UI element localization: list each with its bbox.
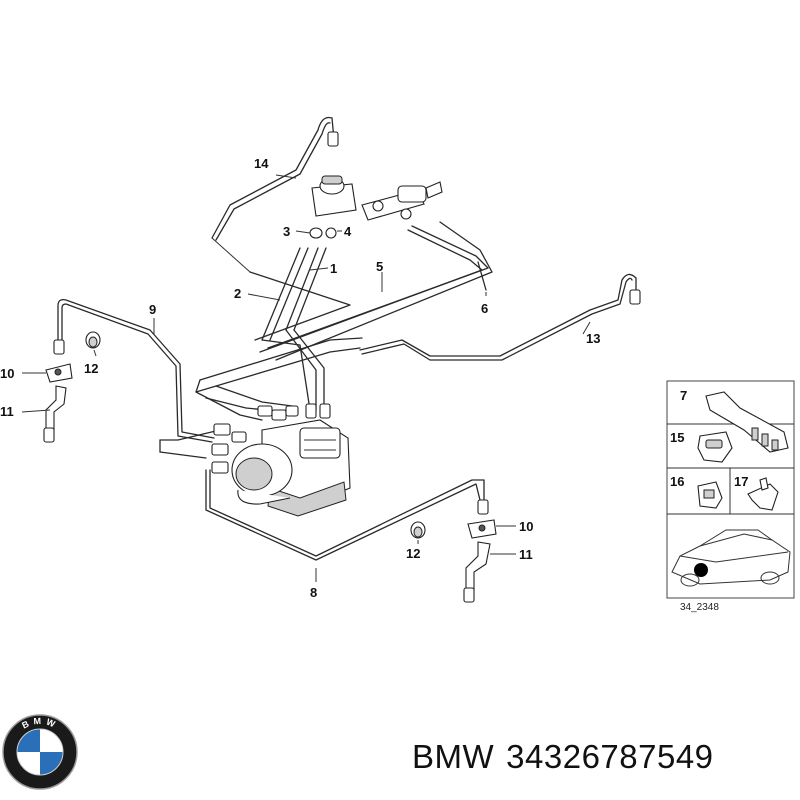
callout-1: 1 — [330, 261, 337, 276]
callout-7: 7 — [680, 388, 687, 403]
callout-9: 9 — [149, 302, 156, 317]
callout-2: 2 — [234, 286, 241, 301]
callout-16: 16 — [670, 474, 684, 489]
callout-6: 6 — [481, 301, 488, 316]
leader-lines — [21, 174, 591, 582]
car-location-sketch — [671, 529, 791, 587]
clip-15 — [697, 431, 733, 463]
seal-ring-4 — [325, 227, 337, 239]
protective-cap-12-left — [85, 331, 101, 349]
brake-pipe-8 — [205, 469, 489, 561]
callout-5: 5 — [376, 259, 383, 274]
bracket-10-right — [467, 519, 497, 539]
callout-12-right: 12 — [406, 546, 420, 561]
callout-labels: 14 3 4 1 5 2 6 9 13 10 12 11 10 12 11 8 — [0, 156, 600, 600]
callout-10-right: 10 — [519, 519, 533, 534]
protective-cap-12-right — [410, 521, 426, 539]
clip-7 — [705, 391, 789, 453]
brand-name: BMW — [412, 738, 495, 775]
brake-pipe-5 — [249, 221, 493, 361]
callout-3: 3 — [283, 224, 290, 239]
brake-hose-11-right — [463, 541, 491, 603]
callout-11-right: 11 — [519, 547, 533, 562]
brake-pipe-13 — [359, 273, 641, 361]
brake-fluid-reservoir — [311, 175, 357, 217]
clip-16 — [697, 481, 723, 509]
brake-hose-11-left — [43, 385, 67, 443]
brake-pipe-6 — [477, 261, 487, 291]
bmw-logo: BMW — [2, 714, 78, 790]
callout-15: 15 — [670, 430, 684, 445]
callout-14: 14 — [254, 156, 269, 171]
callout-13: 13 — [586, 331, 600, 346]
callout-8: 8 — [310, 585, 317, 600]
bracket-10-left — [45, 363, 73, 383]
brake-pipe-9 — [53, 298, 215, 443]
brake-hose-1-2 — [261, 247, 331, 419]
brake-pipe-bundle — [159, 337, 363, 459]
master-cylinder — [361, 181, 443, 221]
inset-reference-code: 34_2348 — [680, 602, 719, 613]
part-caption: BMW 34326787549 — [412, 738, 714, 776]
abs-hydraulic-unit — [211, 405, 351, 517]
clip-17 — [747, 477, 779, 511]
seal-ring-3 — [309, 227, 323, 239]
part-number: 34326787549 — [506, 738, 714, 775]
callout-12-left: 12 — [84, 361, 98, 376]
brake-pipe-14 — [211, 116, 339, 273]
callout-17: 17 — [734, 474, 748, 489]
callout-10-left: 10 — [0, 366, 14, 381]
callout-11-left: 11 — [0, 404, 14, 419]
inset-panel: 7 15 16 17 34_2348 — [666, 380, 795, 613]
callout-4: 4 — [344, 224, 352, 239]
